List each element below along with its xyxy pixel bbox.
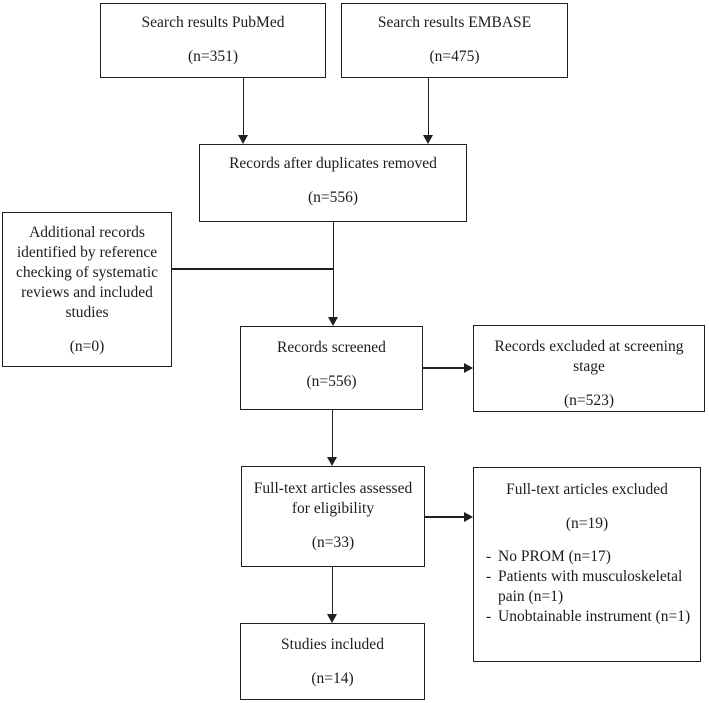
exclusion-reason-list: - No PROM (n=17) - Patients with musculo…: [482, 547, 692, 627]
connector-fulltext-to-included: [331, 567, 334, 615]
box-label: Search results PubMed: [141, 14, 285, 31]
box-count: (n=475): [429, 48, 480, 65]
connector-duplicates-to-screened: [332, 222, 335, 318]
connector-additional-to-main: [172, 268, 333, 270]
box-count: (n=351): [187, 48, 239, 65]
box-studies-included: Studies included (n=14): [240, 623, 425, 700]
box-search-results-pubmed: Search results PubMed (n=351): [100, 3, 326, 78]
exclusion-reason-item: - Patients with musculoskeletal pain (n=…: [486, 567, 692, 607]
box-count: (n=556): [306, 373, 357, 390]
box-label: Studies included: [281, 636, 384, 653]
box-label: Records screened: [277, 339, 386, 356]
connector-pubmed-to-duplicates: [242, 78, 245, 136]
arrowhead-fulltext-to-included: [327, 614, 337, 623]
box-records-screened: Records screened (n=556): [240, 326, 423, 410]
exclusion-reason-text: Patients with musculoskeletal pain (n=1): [498, 568, 683, 605]
bullet-dash: -: [486, 568, 492, 585]
exclusion-reason-text: Unobtainable instrument (n=1): [498, 608, 691, 625]
exclusion-reason-item: - Unobtainable instrument (n=1): [486, 607, 692, 627]
box-label: Records excluded at screening stage: [494, 338, 684, 375]
connector-screened-to-excluded: [423, 367, 465, 369]
box-label: Records after duplicates removed: [229, 155, 437, 172]
connector-embase-to-duplicates: [427, 78, 430, 136]
box-count: (n=523): [563, 392, 615, 409]
box-fulltext-assessed-for-eligibility: Full-text articles assessed for eligibil…: [241, 466, 425, 567]
box-records-excluded-at-screening: Records excluded at screening stage (n=5…: [473, 325, 705, 412]
box-label: Search results EMBASE: [377, 14, 532, 31]
bullet-dash: -: [486, 608, 492, 625]
box-count: (n=14): [311, 670, 354, 687]
connector-screened-to-fulltext: [331, 410, 334, 458]
arrowhead-fulltext-to-excluded: [464, 512, 473, 522]
box-label: Full-text articles excluded: [506, 481, 668, 498]
box-additional-records-identified: Additional records identified by referen…: [2, 212, 172, 367]
arrowhead-pubmed-to-duplicates: [238, 135, 248, 144]
arrowhead-embase-to-duplicates: [423, 135, 433, 144]
box-count: (n=19): [565, 515, 609, 532]
bullet-dash: -: [486, 548, 492, 565]
box-label: Full-text articles assessed for eligibil…: [253, 480, 413, 517]
box-count: (n=556): [307, 189, 359, 206]
box-records-after-duplicates-removed: Records after duplicates removed (n=556): [199, 144, 467, 222]
exclusion-reason-text: No PROM (n=17): [498, 548, 611, 565]
box-count: (n=0): [69, 338, 105, 355]
arrowhead-screened-to-excluded: [464, 363, 473, 373]
box-fulltext-articles-excluded: Full-text articles excluded (n=19) - No …: [473, 467, 701, 662]
box-search-results-embase: Search results EMBASE (n=475): [341, 3, 568, 78]
connector-fulltext-to-excluded: [425, 516, 465, 518]
arrowhead-screened-to-fulltext: [327, 457, 337, 466]
arrowhead-duplicates-to-screened: [328, 317, 338, 326]
box-label: Additional records identified by referen…: [15, 224, 159, 321]
exclusion-reason-item: - No PROM (n=17): [486, 547, 692, 567]
box-count: (n=33): [311, 534, 355, 551]
